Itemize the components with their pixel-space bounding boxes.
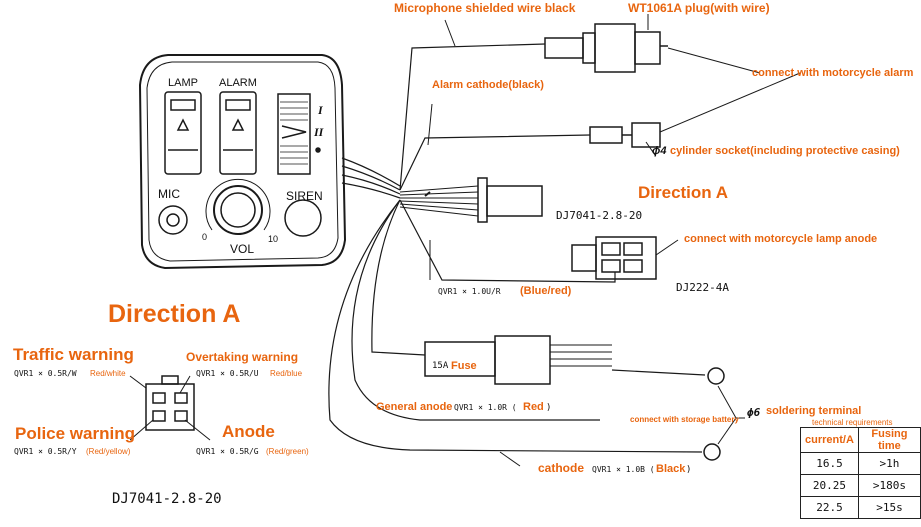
anode-code: QVR1 × 0.5R/G	[196, 447, 259, 456]
cathode-color: Black	[656, 463, 686, 475]
solder-terminal-top	[707, 367, 725, 385]
overtaking-code: QVR1 × 0.5R/U	[196, 369, 259, 378]
lamp-up-arrow-icon	[176, 118, 190, 131]
vol-min-label: 0	[202, 232, 208, 242]
table-row: 16.5 >1h	[800, 452, 921, 475]
direction-a-title: Direction A	[108, 300, 241, 328]
current-cell: 16.5	[800, 452, 859, 475]
pin-traffic	[152, 392, 166, 404]
time-cell: >180s	[857, 474, 921, 497]
cathode-code: QVR1 × 1.0B (	[592, 465, 655, 474]
general-anode-color: Red	[523, 401, 544, 413]
table-row: 22.5 >15s	[800, 496, 921, 519]
cylinder-socket	[589, 126, 623, 144]
qvr-blue-color: (Blue/red)	[520, 285, 572, 297]
lamp-label: LAMP	[168, 77, 198, 89]
police-code: QVR1 × 0.5R/Y	[14, 447, 77, 456]
fuse-word: Fuse	[451, 360, 477, 372]
traffic-code: QVR1 × 0.5R/W	[14, 369, 77, 378]
table-row: 20.25 >180s	[800, 474, 921, 497]
panel-inner-rim	[146, 61, 339, 262]
connect-lamp-label: connect with motorcycle lamp anode	[684, 233, 878, 245]
mode-one-label: I	[318, 103, 323, 117]
general-anode-close: )	[546, 403, 552, 413]
traffic-warning-label: Traffic warning	[13, 345, 134, 364]
time-cell: >15s	[857, 496, 921, 519]
qvr-blue-code: QVR1 × 1.0U/R	[438, 287, 501, 296]
dj222-4a-connector	[571, 244, 597, 272]
wt1061a-plug	[544, 37, 584, 59]
lamp-switch[interactable]	[164, 91, 202, 175]
alarm-up-arrow-icon	[231, 118, 245, 131]
siren-label: SIREN	[286, 189, 323, 203]
cylinder-socket-label: cylinder socket(including protective cas…	[670, 145, 900, 157]
lamp-switch-window	[170, 99, 196, 111]
siren-button[interactable]	[284, 199, 322, 237]
fusing-table: current/A Fusing time 16.5 >1h 20.25 >18…	[800, 427, 921, 519]
cylinder-prefix: ϕ4	[652, 145, 667, 157]
mic-label: MIC	[158, 187, 180, 201]
dj7041-model-label: DJ7041-2.8-20	[112, 491, 222, 507]
connect-battery-label: connect with storage battery	[630, 415, 739, 424]
header-current: current/A	[800, 427, 859, 453]
current-cell: 20.25	[800, 474, 859, 497]
alarm-switch[interactable]	[219, 91, 257, 175]
volume-knob[interactable]	[213, 185, 263, 235]
pin-police	[152, 410, 166, 422]
connect-alarm-label: connect with motorcycle alarm	[752, 67, 914, 79]
fuse-rating: 15A	[432, 361, 449, 371]
overtaking-color: Red/blue	[270, 369, 303, 378]
dj7041-right-label: DJ7041-2.8-20	[556, 209, 643, 222]
police-color: (Red/yellow)	[86, 447, 131, 456]
alarm-label: ALARM	[219, 77, 257, 89]
current-cell: 22.5	[800, 496, 859, 519]
cathode-label: cathode	[538, 461, 585, 475]
pin-anode	[174, 410, 188, 422]
general-anode-label: General anode	[376, 401, 453, 413]
mic-shielded-wire	[399, 43, 546, 191]
cathode-close: )	[686, 465, 692, 475]
vol-label: VOL	[230, 242, 255, 256]
mode-indicator-dot	[315, 147, 321, 153]
police-warning-label: Police warning	[15, 424, 135, 443]
direction-a-right-label: Direction A	[638, 183, 729, 202]
general-anode-code: QVR1 × 1.0R (	[454, 403, 517, 412]
mode-two-label: II	[314, 125, 324, 139]
header-fusing-time: Fusing time	[857, 427, 921, 453]
anode-label: Anode	[222, 422, 275, 441]
solder-prefix: ϕ6	[747, 406, 761, 419]
traffic-color: Red/white	[90, 369, 126, 378]
mic-wire-label: Microphone shielded wire black	[394, 1, 576, 15]
lamp-anode-wire	[399, 199, 616, 283]
dj7041-connector-right	[477, 177, 488, 223]
mode-slider[interactable]	[277, 93, 311, 175]
solder-terminal-bottom	[703, 443, 721, 461]
tech-req-label: technical requirements	[812, 418, 893, 427]
pin-overtaking	[174, 392, 188, 404]
dj222-label: DJ222-4A	[676, 281, 729, 294]
vol-max-label: 10	[268, 234, 279, 244]
mode-slider-pointer	[281, 125, 307, 139]
overtaking-warning-label: Overtaking warning	[186, 350, 299, 364]
panel-housing	[138, 54, 347, 270]
solder-terminal-label: soldering terminal	[766, 405, 862, 417]
time-cell: >1h	[857, 452, 921, 475]
plug-label: WT1061A plug(with wire)	[628, 1, 770, 15]
alarm-cathode-label: Alarm cathode(black)	[432, 79, 544, 91]
alarm-switch-window	[225, 99, 251, 111]
mic-jack[interactable]	[158, 205, 188, 235]
direction-a-connector	[145, 383, 195, 431]
anode-color: (Red/green)	[266, 447, 309, 456]
